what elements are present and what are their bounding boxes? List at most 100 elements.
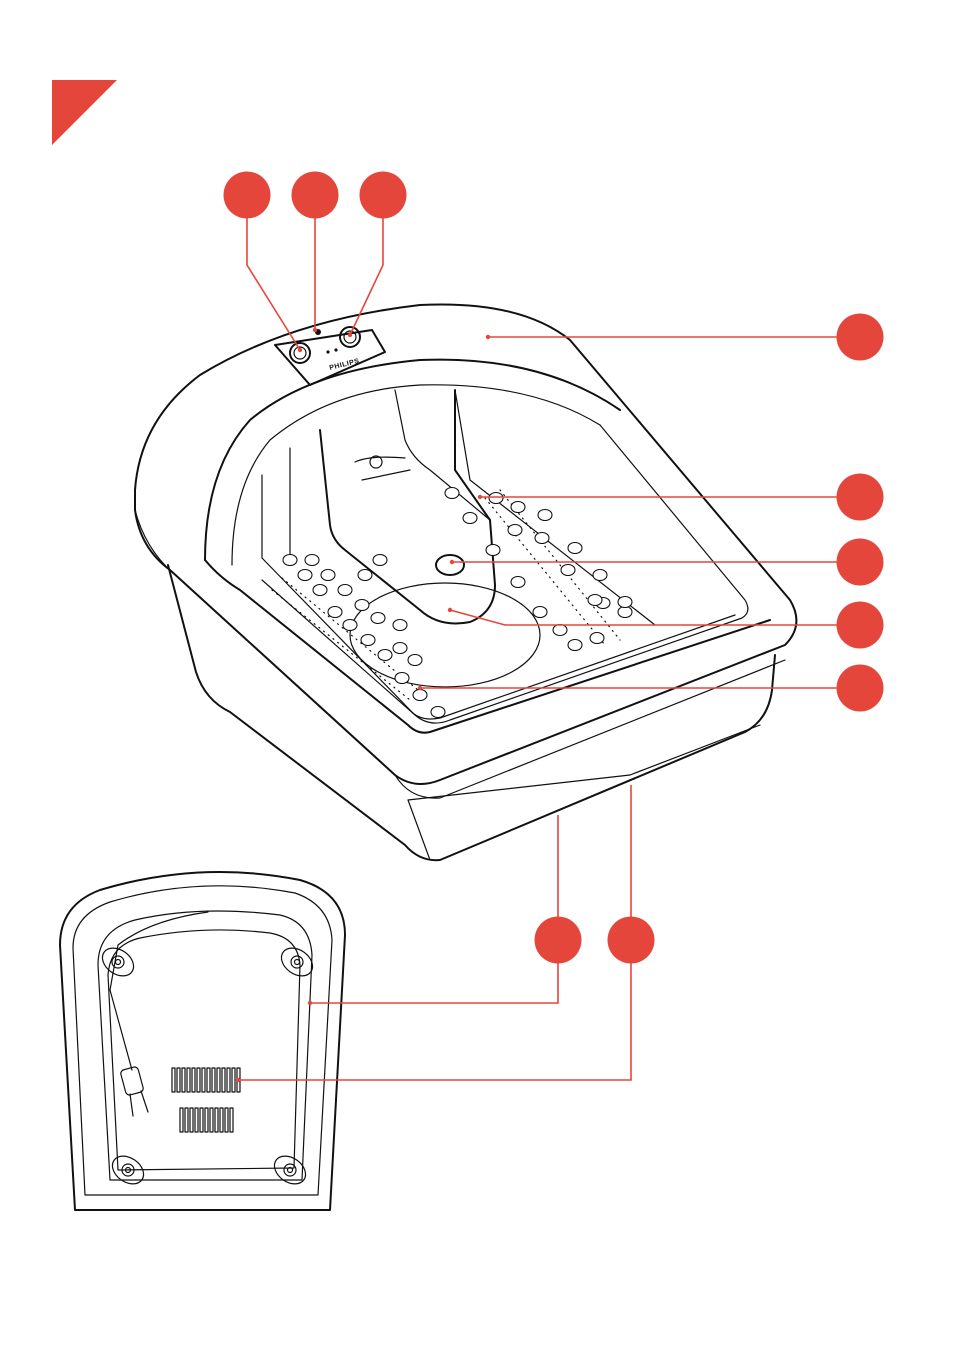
- cord-storage-groove: [108, 930, 300, 1170]
- callout-circle-c: [360, 172, 407, 219]
- vent-slot: [185, 1108, 188, 1132]
- leader-dot-h: [418, 686, 422, 690]
- vent-slot: [222, 1068, 225, 1092]
- power-plug-icon: [120, 1066, 148, 1116]
- massage-nub: [590, 633, 604, 644]
- callout-circle-b: [292, 172, 339, 219]
- air-vents: [172, 1068, 240, 1132]
- leader-line-a: [247, 195, 300, 350]
- vent-slot: [187, 1068, 190, 1092]
- vent-slot: [190, 1108, 193, 1132]
- vent-slot: [192, 1068, 195, 1092]
- massage-nub: [511, 502, 525, 513]
- vent-slot: [227, 1068, 230, 1092]
- rubber-foot-icon: [97, 942, 139, 981]
- massage-nub: [413, 690, 427, 701]
- callout-circle-h: [837, 665, 884, 712]
- vent-slot: [230, 1108, 233, 1132]
- callout-markers: [224, 172, 884, 964]
- massage-nub: [328, 607, 342, 618]
- vent-slot: [195, 1108, 198, 1132]
- vent-slot: [200, 1108, 203, 1132]
- callout-circle-d: [837, 314, 884, 361]
- massage-nub: [568, 543, 582, 554]
- vent-slot: [217, 1068, 220, 1092]
- vent-slot: [215, 1108, 218, 1132]
- callout-circle-i: [535, 917, 582, 964]
- massage-nub: [393, 620, 407, 631]
- massage-nub: [313, 585, 327, 596]
- rim-outer: [135, 304, 796, 784]
- control-knob-left[interactable]: [290, 343, 310, 363]
- vent-slot: [220, 1108, 223, 1132]
- rubber-foot-icon: [269, 1150, 311, 1189]
- vent-slot: [207, 1068, 210, 1092]
- massage-nub: [371, 613, 385, 624]
- massage-nub: [618, 597, 632, 608]
- massage-nub: [486, 545, 500, 556]
- vent-slot: [205, 1108, 208, 1132]
- massage-nub: [355, 600, 369, 611]
- massage-nub: [408, 655, 422, 666]
- massage-nub: [553, 625, 567, 636]
- massage-nub: [321, 570, 335, 581]
- massage-nub: [393, 643, 407, 654]
- massage-nub: [431, 707, 445, 718]
- underside-tray: [98, 911, 312, 1180]
- underside-view: [60, 872, 345, 1210]
- leader-dot-i: [308, 1001, 312, 1005]
- massage-nub: [445, 488, 459, 499]
- callout-circle-g: [837, 602, 884, 649]
- leader-dot-j: [236, 1078, 240, 1082]
- foot-bath-unit: PHILIPS: [135, 304, 796, 860]
- leader-dot-c: [348, 333, 352, 337]
- massage-nub: [593, 570, 607, 581]
- massage-nub: [538, 510, 552, 521]
- vent-slot: [197, 1068, 200, 1092]
- vent-slot: [182, 1068, 185, 1092]
- massage-nub: [298, 570, 312, 581]
- leader-dot-a: [298, 348, 302, 352]
- callout-circle-f: [837, 539, 884, 586]
- power-cord: [110, 912, 208, 1070]
- massage-nub: [568, 640, 582, 651]
- massage-nub: [361, 635, 375, 646]
- massage-nub: [283, 555, 297, 566]
- massage-nub: [508, 525, 522, 536]
- rim-inner-arch: [205, 360, 620, 560]
- massage-nub: [618, 607, 632, 618]
- massage-nub: [338, 585, 352, 596]
- massage-nub: [358, 570, 372, 581]
- callout-circle-a: [224, 172, 271, 219]
- massage-nub: [378, 650, 392, 661]
- vent-slot: [225, 1108, 228, 1132]
- massage-nub: [305, 555, 319, 566]
- massage-nub: [561, 565, 575, 576]
- massage-circle-area: [350, 583, 540, 687]
- massage-nub: [489, 493, 503, 504]
- corner-triangle-icon: [52, 80, 117, 145]
- leader-dot-f: [450, 560, 454, 564]
- massage-nub: [535, 533, 549, 544]
- massage-nub: [395, 673, 409, 684]
- massage-roller: [436, 555, 464, 575]
- vent-slot: [180, 1108, 183, 1132]
- leader-line-g: [450, 610, 860, 625]
- leader-dot-d: [486, 335, 490, 339]
- vent-slot: [172, 1068, 175, 1092]
- vent-slot: [210, 1108, 213, 1132]
- massage-nub: [588, 595, 602, 606]
- massage-nub: [511, 577, 525, 588]
- vent-slot: [177, 1068, 180, 1092]
- leader-line-i-lower: [310, 962, 558, 1003]
- massage-nub: [373, 555, 387, 566]
- leader-dot-b: [313, 328, 317, 332]
- tub-base-band: [408, 725, 760, 860]
- massage-nub: [463, 513, 477, 524]
- leader-dot-g: [448, 608, 452, 612]
- massage-nub: [533, 607, 547, 618]
- vent-slot: [232, 1068, 235, 1092]
- massage-nub: [343, 620, 357, 631]
